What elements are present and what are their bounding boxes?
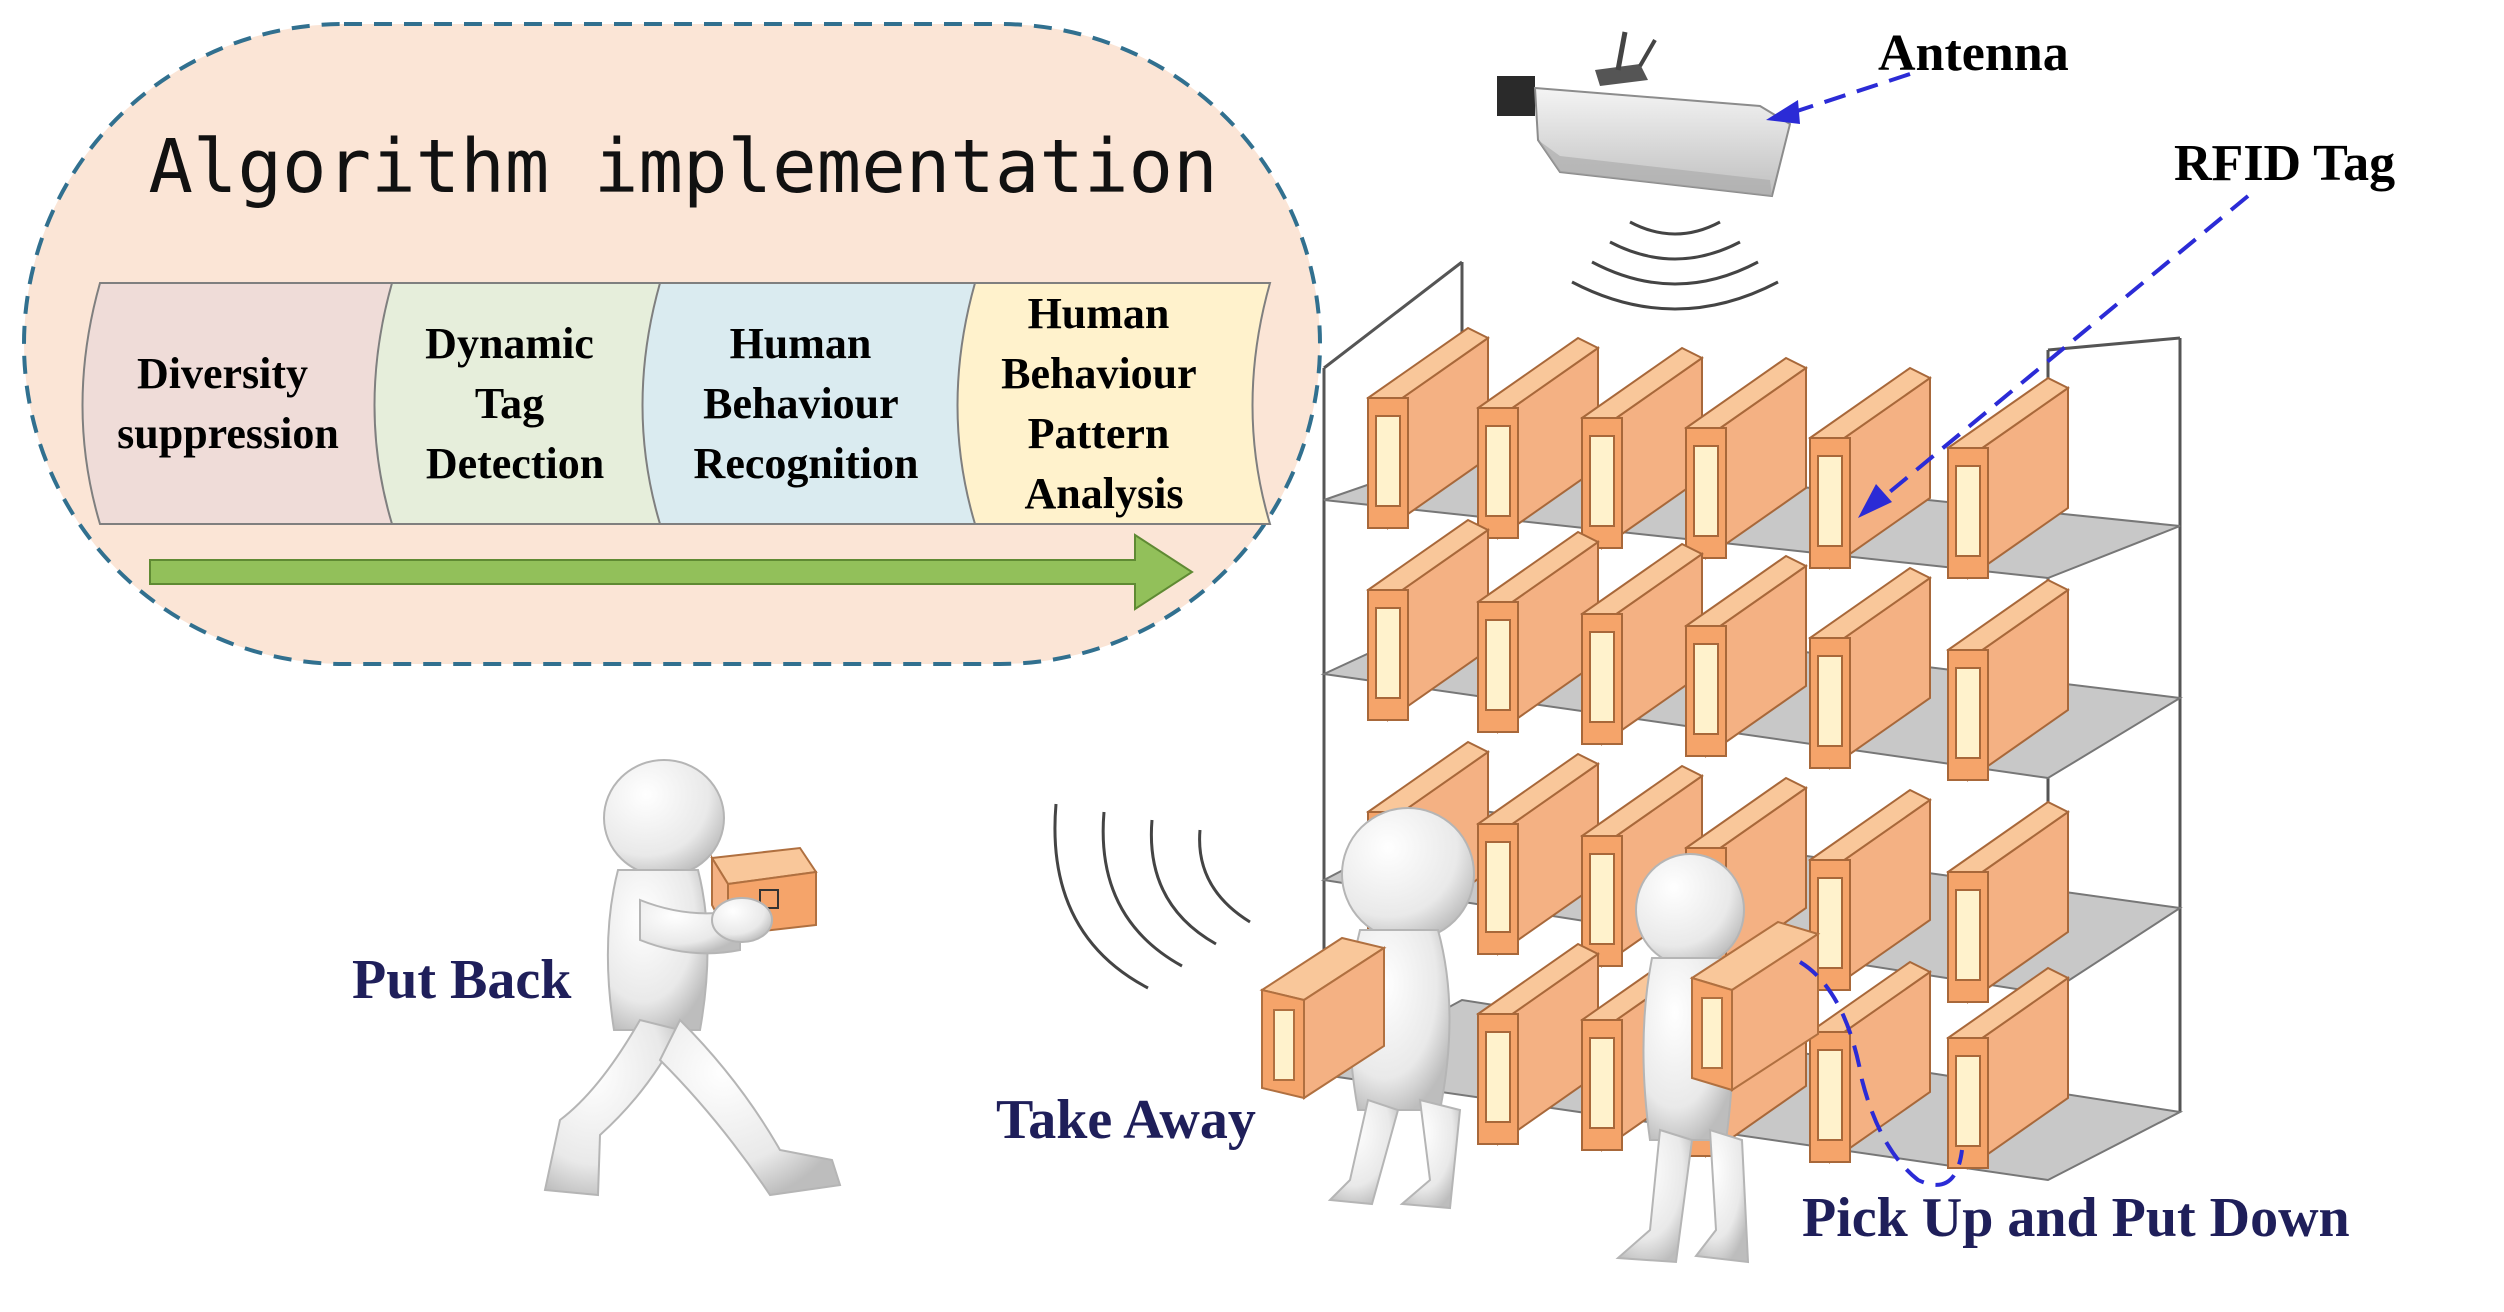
shelf-box-7 (1366, 518, 1490, 722)
shelf-box-1 (1366, 326, 1490, 530)
figure-put-back-torso (606, 869, 709, 1031)
stage-label-2: Dynamic Tag Detection (425, 319, 605, 488)
label-put-back: Put Back (352, 949, 572, 1011)
rfid-tag (1817, 1049, 1843, 1141)
algorithm-panel: Algorithm implementation Diversity suppr… (22, 22, 1322, 666)
shelf-box-8 (1476, 530, 1600, 734)
held-box-take-away (1259, 936, 1387, 1100)
label-pick-up-put-down: Pick Up and Put Down (1802, 1187, 2350, 1249)
figure-take-away-head (1341, 807, 1475, 941)
shelf-box-9 (1580, 542, 1704, 746)
rfid-tag (1589, 435, 1615, 527)
rfid-tag (1817, 877, 1843, 969)
shelf-box-5 (1808, 366, 1932, 570)
reader-signal-waves (1053, 803, 1251, 990)
shelf-box-22 (1808, 960, 1932, 1164)
shelf-box-2 (1476, 336, 1600, 540)
rfid-tag (1817, 655, 1843, 747)
figure-put-back (543, 759, 842, 1197)
antenna-device (1497, 31, 1792, 198)
rfid-tag (1375, 607, 1401, 699)
label-take-away: Take Away (996, 1089, 1256, 1151)
rfid-tag (1485, 425, 1511, 517)
antenna-pointer (1766, 72, 1911, 124)
held-box-pick-up (1689, 920, 1821, 1092)
stage-label-3: Human Behaviour Recognition (694, 319, 919, 488)
rfid-tag (1817, 455, 1843, 547)
shelf-box-14 (1476, 752, 1600, 956)
rfid-tag (1955, 1055, 1981, 1147)
shelf-box-23 (1946, 966, 2070, 1170)
shelf-box-12 (1946, 578, 2070, 782)
shelf-box-10 (1684, 554, 1808, 758)
pick-up-motion-loop (1798, 960, 1964, 1187)
rfid-tag (1589, 853, 1615, 945)
rfid-tag (1693, 445, 1719, 537)
stage-label-4: Human Behaviour Pattern Analysis (1001, 289, 1207, 518)
figure-pick-up-head (1635, 853, 1745, 967)
shelf-box-18 (1946, 800, 2070, 1004)
rfid-tag-pointer (1858, 194, 2250, 518)
shelf-box-19 (1476, 942, 1600, 1146)
shelf-box-11 (1808, 566, 1932, 770)
rfid-tag (1955, 667, 1981, 759)
shelf-box-3 (1580, 346, 1704, 550)
rfid-tag (1589, 1037, 1615, 1129)
rfid-tag (1485, 1031, 1511, 1123)
rfid-tag (1375, 415, 1401, 507)
antenna-top-bracket (1595, 64, 1648, 86)
antenna-mount (1497, 76, 1535, 116)
figure-put-back-head (603, 759, 725, 877)
rfid-tag (1589, 631, 1615, 723)
rfid-tag (1485, 841, 1511, 933)
stage-label-1: Diversity suppression (117, 349, 339, 458)
rfid-tag (1693, 643, 1719, 735)
algorithm-panel-title: Algorithm implementation (148, 124, 1217, 210)
label-rfid-tag: RFID Tag (2174, 135, 2395, 192)
label-antenna: Antenna (1878, 25, 2069, 82)
shelf-box-6 (1946, 376, 2070, 580)
flow-arrow (149, 533, 1194, 611)
shelf-box-4 (1684, 356, 1808, 560)
rfid-tag (1485, 619, 1511, 711)
held-box-put-back (710, 846, 818, 937)
antenna-signal-waves (1571, 220, 1779, 311)
rfid-tag (1955, 889, 1981, 981)
stage-ribbon-1 (81, 282, 394, 525)
shelf-box-17 (1808, 788, 1932, 992)
figure-put-back-hand (711, 897, 773, 943)
rfid-tag (1955, 465, 1981, 557)
